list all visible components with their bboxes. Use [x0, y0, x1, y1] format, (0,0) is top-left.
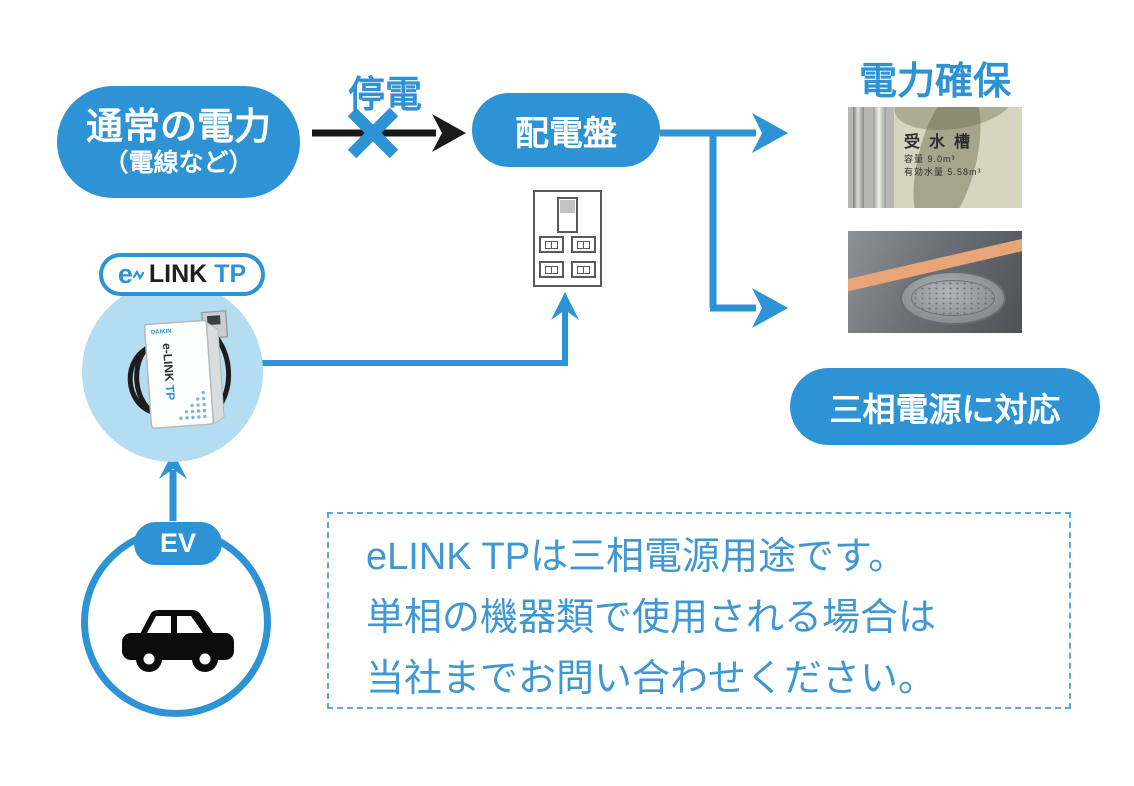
manhole-cover-icon	[900, 271, 1006, 325]
manhole-photo	[848, 231, 1022, 333]
note-line: eLINK TPは三相電源用途です。	[366, 536, 907, 578]
breaker-panel-icon	[533, 190, 602, 287]
ev-label: EV	[159, 528, 197, 558]
three-phase-label: 三相電源に対応	[829, 390, 1061, 428]
blocked-power-arrow	[312, 107, 466, 159]
tank-sign-capacity: 容量 9.0m³	[904, 154, 956, 164]
elink-tp-device-image: DAIKIN e-LINK TP	[127, 310, 232, 429]
note-line: 当社までお問い合わせください。	[366, 658, 937, 700]
device-body	[143, 319, 215, 429]
note-line: 単相の機器類で使用される場合は	[366, 597, 937, 639]
arrow-up-icon	[159, 452, 187, 479]
device-vertical-logo: e-LINK TP	[160, 343, 178, 401]
pipe	[853, 107, 864, 208]
plug-squiggle-icon	[132, 269, 144, 280]
breaker-icon	[539, 261, 564, 278]
water-tank-photo: 受水槽 容量 9.0m³ 有効水量 5.58m³	[848, 107, 1022, 208]
normal-power-sublabel: （電線など）	[103, 149, 254, 177]
tank-sign-volume: 有効水量 5.58m³	[904, 167, 982, 177]
arrow-right-icon	[752, 113, 788, 153]
arrow-right-icon	[752, 288, 788, 328]
breaker-icon	[571, 236, 596, 253]
breaker-icon	[571, 261, 596, 278]
ev-to-device-arrow	[159, 452, 187, 521]
pipes	[848, 107, 894, 208]
note-box: eLINK TPは三相電源用途です。 単相の機器類で使用される場合は 当社までお…	[327, 512, 1071, 709]
elink-logo-e: e	[117, 259, 133, 289]
tank-sign: 受水槽 容量 9.0m³ 有効水量 5.58m³	[904, 133, 1022, 179]
board-to-tank-arrow	[660, 113, 788, 153]
normal-power-label: 通常の電力	[86, 106, 271, 147]
vent-dots	[179, 390, 207, 420]
elink-logo-link: LINK	[148, 260, 208, 288]
x-icon	[347, 107, 399, 159]
elink-tp-logo-badge: e LINK TP	[99, 253, 265, 296]
breaker-icon	[539, 236, 564, 253]
device-brand: DAIKIN	[151, 329, 172, 336]
distribution-board-label: 配電盤	[515, 114, 617, 153]
node-normal-power: 通常の電力 （電線など）	[57, 86, 300, 198]
ev-badge: EV	[134, 522, 222, 565]
car-icon	[122, 610, 234, 672]
node-distribution-board: 配電盤	[472, 93, 660, 167]
main-breaker-icon	[557, 197, 578, 233]
device-to-board-arrow	[262, 292, 579, 366]
elink-logo-tp: TP	[214, 260, 247, 288]
pipe	[873, 107, 886, 208]
outage-label: 停電	[348, 74, 422, 115]
board-to-manhole-arrow	[709, 130, 788, 328]
arrow-right-icon	[432, 114, 466, 152]
power-secured-heading: 電力確保	[858, 61, 1011, 103]
tank-sign-title: 受水槽	[904, 134, 980, 151]
three-phase-badge: 三相電源に対応	[790, 368, 1100, 445]
arrow-up-icon	[551, 292, 579, 320]
